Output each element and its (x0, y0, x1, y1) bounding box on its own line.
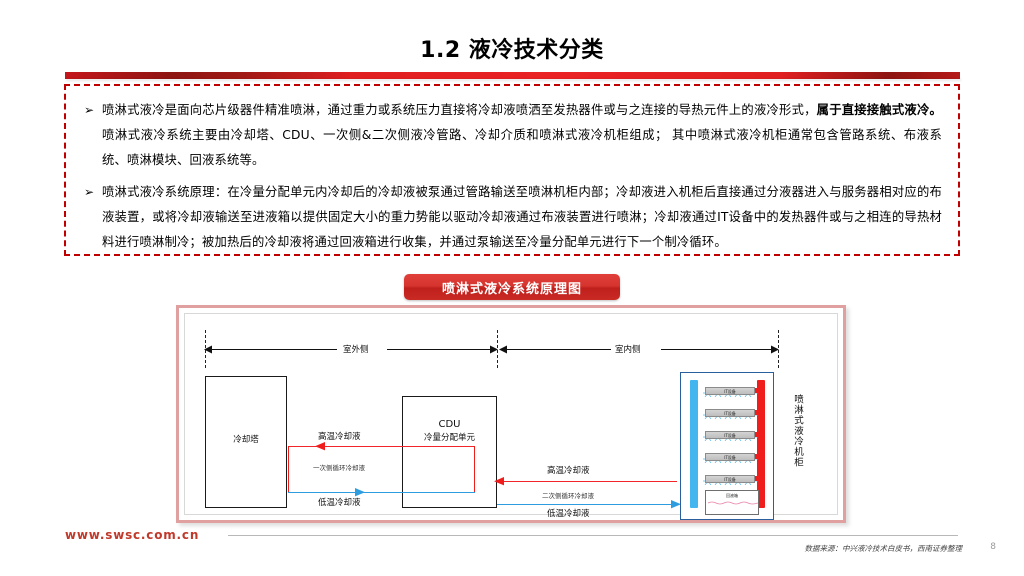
secondary-cold-label: 低温冷却液 (547, 509, 590, 519)
it-equipment-shelf: IT设备 (705, 453, 755, 461)
bullet-paragraph-1: 喷淋式液冷是面向芯片级器件精准喷淋，通过重力或系统压力直接将冷却液喷洒至发热器件… (102, 98, 948, 173)
cooling-tower-box: 冷却塔 (205, 376, 287, 508)
cdu-label-acronym: CDU (438, 419, 461, 430)
primary-cold-line (288, 492, 475, 493)
footer-source-note: 数据来源：中兴液冷技术白皮书，西南证券整理 (804, 544, 963, 553)
body-text-box: ➢ 喷淋式液冷是面向芯片级器件精准喷淋，通过重力或系统压力直接将冷却液喷洒至发热… (64, 84, 960, 256)
footer-website-url[interactable]: www.swsc.com.cn (65, 528, 200, 542)
outdoor-span-line-right (387, 349, 495, 350)
liquid-level-wave (707, 501, 759, 505)
primary-hot-arrow-icon (315, 442, 325, 451)
cdu-label-chinese: 冷量分配单元 (423, 433, 475, 443)
rack-cold-supply-pipe (690, 380, 698, 508)
primary-hot-line (288, 446, 475, 447)
divider-dash-right (778, 330, 779, 368)
primary-hot-label: 高温冷却液 (318, 432, 361, 442)
arrow-right-outdoor-icon (490, 345, 498, 354)
shelf-return-connector (755, 476, 762, 481)
it-equipment-shelf: IT设备 (705, 431, 755, 439)
return-liquid-tank: 回液箱 (705, 490, 759, 515)
page-title: 1.2 液冷技术分类 (420, 38, 604, 63)
divider-dash-middle (497, 330, 498, 368)
bullet-1-seg-2-bold: 属于直接接触式液冷。 (816, 103, 942, 117)
secondary-hot-arrow-icon (494, 477, 504, 486)
diagram-frame: 室外侧 室内侧 冷却塔 CDU 冷量分配单元 高温 (176, 305, 846, 523)
list-item: ➢ 喷淋式液冷系统原理：在冷量分配单元内冷却后的冷却液被泵通过管路输送至喷淋机柜… (76, 180, 948, 255)
bullet-paragraph-2: 喷淋式液冷系统原理：在冷量分配单元内冷却后的冷却液被泵通过管路输送至喷淋机柜内部… (102, 185, 942, 249)
primary-hot-riser-right (474, 446, 475, 492)
primary-cold-label: 低温冷却液 (318, 498, 361, 508)
shelf-return-connector (755, 388, 762, 393)
cdu-box: CDU 冷量分配单元 (402, 396, 497, 508)
secondary-hot-line (497, 481, 677, 482)
bullet-1-seg-1: 喷淋式液冷是面向芯片级器件精准喷淋，通过重力或系统压力直接将冷却液喷洒至发热器件… (102, 103, 817, 117)
shelf-return-connector (755, 454, 762, 459)
primary-loop-label: 一次侧循环冷却液 (313, 464, 365, 472)
indoor-span-line-left (501, 349, 611, 350)
shelf-return-connector (755, 432, 762, 437)
zone-label-outdoor: 室外侧 (343, 345, 369, 355)
liquid-cooling-rack: IT设备 IT设备 IT设备 IT设备 (680, 372, 774, 520)
footer-divider (228, 535, 958, 536)
secondary-hot-label: 高温冷却液 (547, 466, 590, 476)
bullet-marker-icon: ➢ (83, 185, 95, 199)
zone-label-indoor: 室内侧 (615, 345, 641, 355)
return-tank-label: 回液箱 (726, 493, 738, 498)
secondary-loop-label: 二次侧循环冷却液 (542, 492, 594, 500)
outdoor-span-line-left (207, 349, 337, 350)
rack-hot-return-pipe (757, 380, 765, 508)
arrow-left-indoor-icon (499, 345, 507, 354)
diagram-title-banner: 喷淋式液冷系统原理图 (404, 274, 620, 300)
cooling-tower-label: 冷却塔 (233, 435, 259, 445)
it-equipment-shelf: IT设备 (705, 475, 755, 483)
title-divider-shadow (66, 79, 961, 81)
primary-cold-arrow-icon (355, 488, 365, 497)
page-number: 8 (990, 542, 996, 552)
bullet-marker-icon: ➢ (83, 103, 95, 117)
secondary-cold-line (497, 504, 677, 505)
primary-hot-riser-left (288, 446, 289, 492)
arrow-right-indoor-icon (771, 345, 779, 354)
secondary-cold-arrow-icon (671, 500, 681, 509)
indoor-span-line-right (661, 349, 776, 350)
bullet-list: ➢ 喷淋式液冷是面向芯片级器件精准喷淋，通过重力或系统压力直接将冷却液喷洒至发热… (76, 98, 948, 262)
shelf-return-connector (755, 410, 762, 415)
it-equipment-shelf: IT设备 (705, 387, 755, 395)
rack-vertical-label: 喷淋式液冷机柜 (792, 394, 803, 468)
list-item: ➢ 喷淋式液冷是面向芯片级器件精准喷淋，通过重力或系统压力直接将冷却液喷洒至发热… (76, 98, 948, 173)
arrow-left-outdoor-icon (204, 345, 212, 354)
bullet-1-seg-3: 喷淋式液冷系统主要由冷却塔、CDU、一次侧&二次侧液冷管路、冷却介质和喷淋式液冷… (102, 128, 942, 167)
diagram-canvas: 室外侧 室内侧 冷却塔 CDU 冷量分配单元 高温 (184, 313, 838, 520)
it-equipment-shelf: IT设备 (705, 409, 755, 417)
title-divider-bar (65, 72, 960, 79)
